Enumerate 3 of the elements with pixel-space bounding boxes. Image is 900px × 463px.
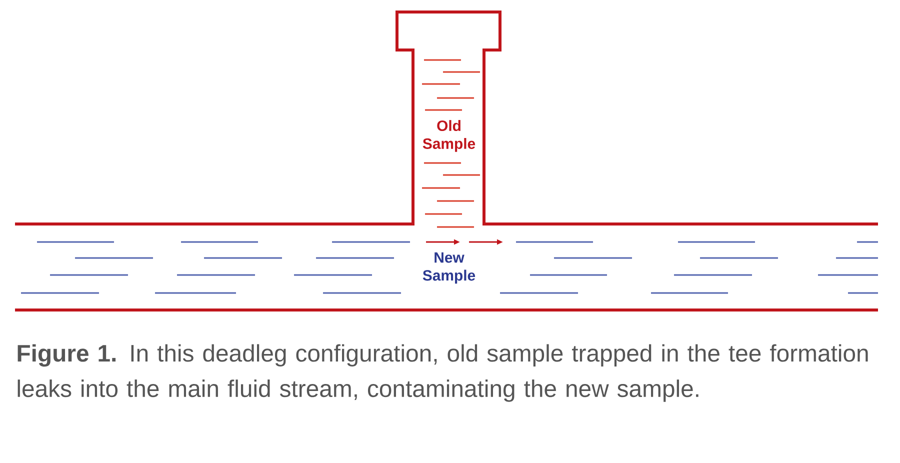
- figure-caption: Figure 1. In this deadleg configuration, old sample trapped in the tee formation leaks into the main fluid stream, contaminating the new sample.: [18, 344, 868, 402]
- sample-label: Old Sample: [422, 120, 476, 152]
- sample-label: New Sample: [422, 252, 476, 284]
